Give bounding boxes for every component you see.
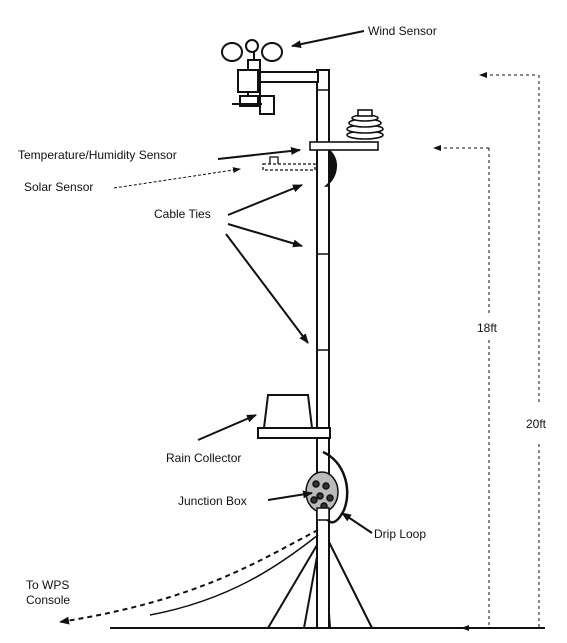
- dimension-lines: [433, 72, 540, 631]
- temperature-humidity-sensor-label: Temperature/Humidity Sensor: [18, 148, 177, 162]
- solar-sensor: [262, 156, 316, 171]
- cable-ties-label: Cable Ties: [154, 207, 211, 221]
- junction-box-label: Junction Box: [178, 494, 247, 508]
- rain-collector-label: Rain Collector: [166, 451, 242, 465]
- label-arrows: [113, 30, 373, 534]
- console-label: Console: [26, 593, 71, 607]
- solar-sensor-label: Solar Sensor: [24, 180, 94, 194]
- dimension-18ft-label: 18ft: [477, 321, 498, 335]
- to-wps-label: To WPS: [26, 578, 70, 592]
- mast: [316, 69, 330, 629]
- console-cable: [59, 529, 319, 625]
- dimension-20ft-label: 20ft: [526, 417, 547, 431]
- temperature-humidity-shield: [309, 109, 384, 187]
- drip-loop-label: Drip Loop: [374, 527, 427, 541]
- junction-box: [305, 450, 349, 524]
- wind-sensor-label: Wind Sensor: [368, 24, 437, 38]
- rain-collector: [257, 394, 331, 439]
- wind-sensor: [221, 39, 319, 115]
